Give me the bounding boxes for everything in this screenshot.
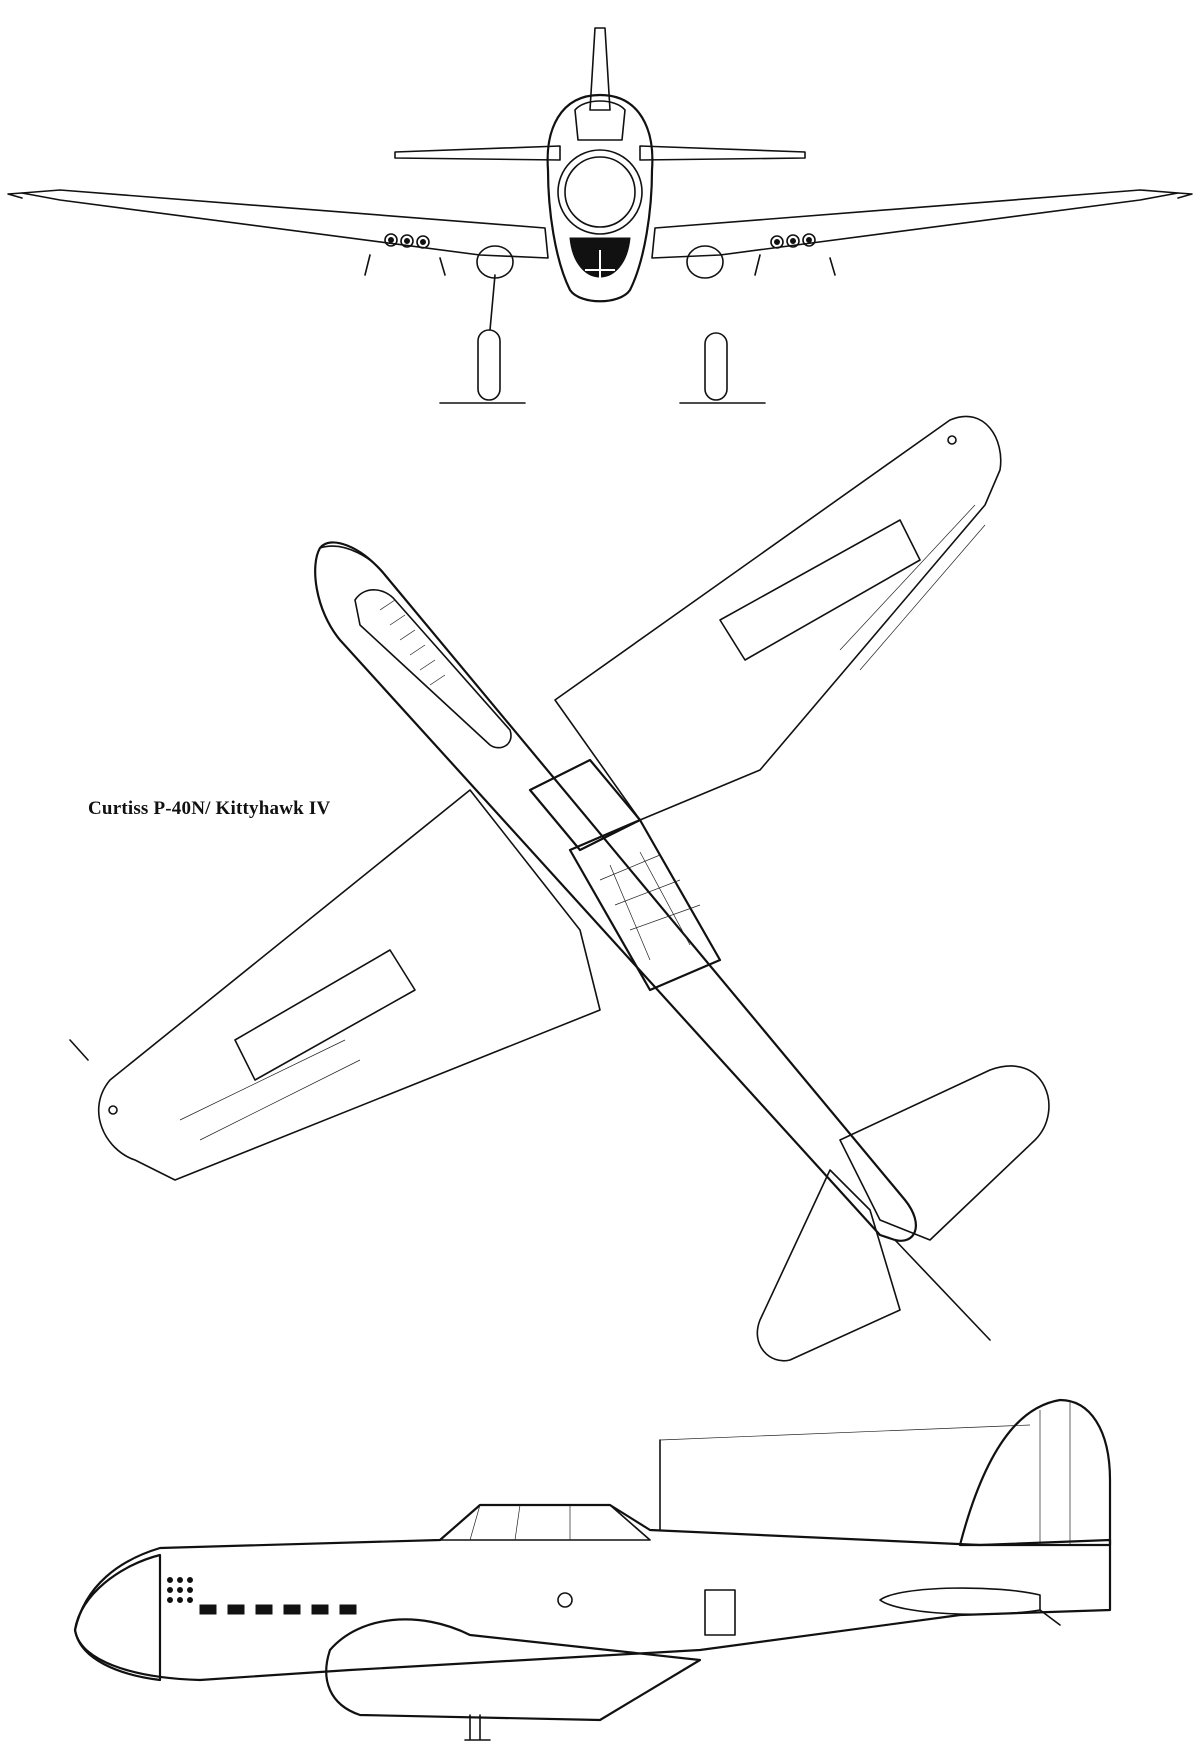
side-view bbox=[73, 1398, 1112, 1741]
drawing-caption: Curtiss P-40N/ Kittyhawk IV bbox=[88, 798, 331, 819]
front-view bbox=[7, 27, 1193, 404]
plan-view bbox=[69, 415, 1050, 1362]
